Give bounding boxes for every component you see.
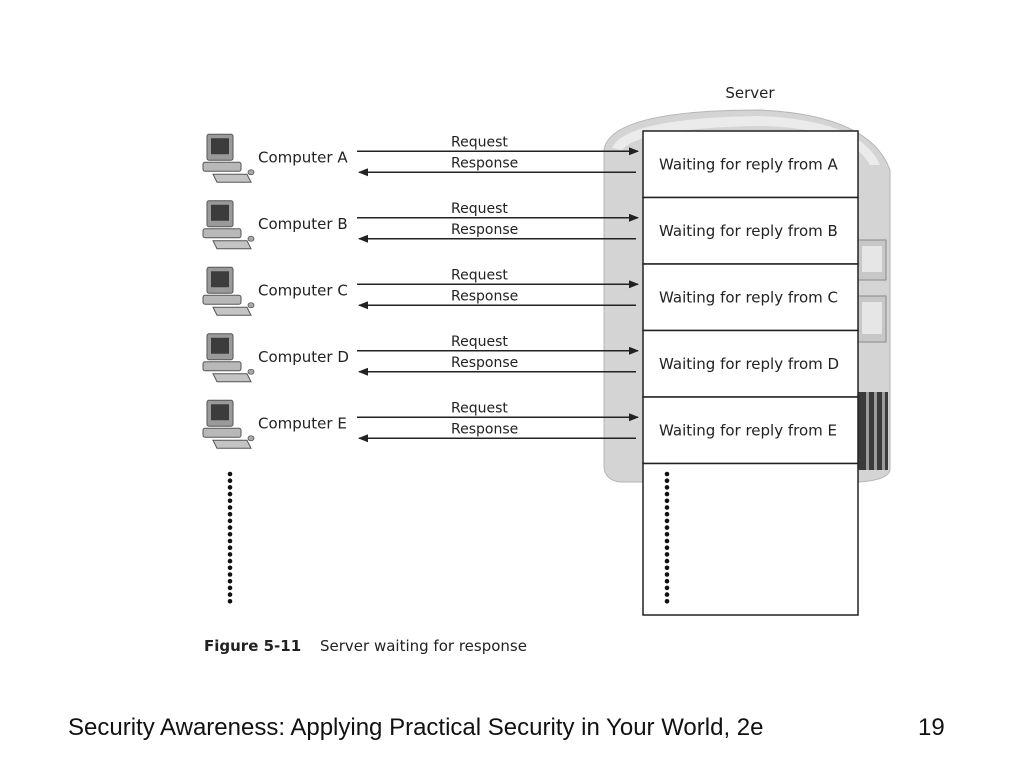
ellipsis-dot (227, 518, 233, 524)
server-slot (642, 263, 859, 332)
response-label: Response (451, 355, 518, 371)
response-label: Response (451, 155, 518, 171)
response-label: Response (451, 222, 518, 238)
figure-number: Figure 5-11 (204, 637, 301, 655)
server-slot (642, 196, 859, 265)
ellipsis-dot (664, 485, 670, 490)
ellipsis-dot (227, 485, 233, 490)
ellipsis-dot (227, 565, 233, 571)
ellipsis-dot (664, 565, 670, 571)
request-label: Request (451, 267, 508, 283)
ellipsis-dot (227, 585, 233, 591)
request-label: Request (451, 134, 508, 150)
ellipsis-dot (227, 558, 233, 564)
ellipsis-dot (664, 478, 670, 484)
computer-label: Computer C (258, 281, 348, 299)
computer-icon (202, 266, 255, 316)
ellipsis-dot (664, 572, 670, 577)
ellipsis-dot (664, 532, 670, 537)
request-label: Request (451, 201, 508, 217)
server-slot-label: Waiting for reply from B (659, 222, 838, 240)
request-label: Request (451, 400, 508, 416)
server-slot-empty (642, 462, 859, 616)
ellipsis-dot (227, 525, 233, 530)
ellipsis-dot (227, 511, 233, 517)
footer-title: Security Awareness: Applying Practical S… (68, 714, 764, 741)
ellipsis-dot (664, 592, 670, 597)
ellipsis-dot (664, 552, 670, 557)
ellipsis-dot (664, 471, 670, 477)
computer-label: Computer B (258, 215, 348, 233)
response-label: Response (451, 288, 518, 304)
server-label: Server (725, 84, 775, 102)
computer-icon (202, 399, 255, 449)
ellipsis-dot (227, 599, 233, 604)
server-slot-label: Waiting for reply from D (659, 355, 839, 373)
computer-icon (202, 200, 255, 250)
server-slot-column: Waiting for reply from A Waiting for repl… (642, 130, 859, 616)
server-slot-label: Waiting for reply from E (659, 421, 837, 439)
server-slot-label: Waiting for reply from C (659, 288, 838, 306)
figure-caption: Server waiting for response (320, 637, 527, 655)
ellipsis-dot (664, 498, 670, 504)
server-slot (642, 130, 859, 199)
computer-label: Computer A (258, 148, 348, 166)
ellipsis-dot (227, 572, 233, 577)
ellipsis-dot (664, 511, 670, 517)
ellipsis-dot (227, 505, 233, 510)
ellipsis-dot (664, 545, 670, 550)
ellipsis-dot (664, 525, 670, 530)
more-computers-dots (227, 471, 233, 604)
ellipsis-dot (227, 545, 233, 550)
ellipsis-dot (664, 599, 670, 604)
ellipsis-dot (227, 538, 233, 544)
ellipsis-dot (664, 558, 670, 564)
ellipsis-dot (664, 491, 670, 497)
ellipsis-dot (227, 478, 233, 484)
computer-icon (202, 133, 255, 183)
response-label: Response (451, 421, 518, 437)
more-slots-dots (664, 471, 670, 604)
ellipsis-dot (227, 592, 233, 597)
ellipsis-dot (227, 578, 233, 584)
ellipsis-dot (227, 491, 233, 497)
ellipsis-dot (227, 498, 233, 504)
ellipsis-dot (227, 552, 233, 557)
computer-icon (202, 333, 255, 383)
server-slot-label: Waiting for reply from A (659, 155, 839, 173)
ellipsis-dot (664, 578, 670, 584)
ellipsis-dot (664, 505, 670, 510)
ellipsis-dot (664, 518, 670, 524)
computer-label: Computer E (258, 414, 347, 432)
page-number: 19 (918, 714, 945, 741)
ellipsis-dot (664, 585, 670, 591)
ellipsis-dot (227, 471, 233, 477)
computer-label: Computer D (258, 348, 349, 366)
ellipsis-dot (227, 532, 233, 537)
ellipsis-dot (664, 538, 670, 544)
request-label: Request (451, 334, 508, 350)
